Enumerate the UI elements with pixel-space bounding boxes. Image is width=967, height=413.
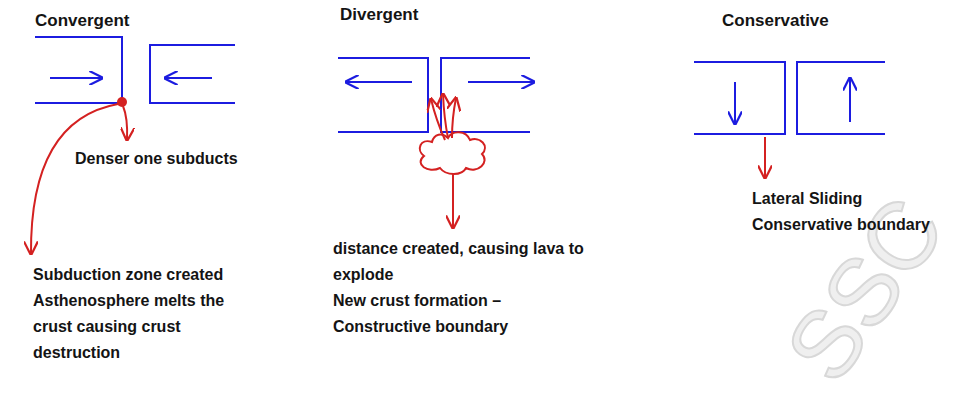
- magma-blob: [420, 132, 485, 174]
- motion-arrow: [346, 81, 412, 83]
- magma-arrow: [443, 94, 448, 138]
- divergent-plates: [338, 58, 534, 132]
- boundary-heading: Convergent: [35, 8, 129, 34]
- callout-note: Conservative boundary: [752, 212, 930, 238]
- leader-line: [31, 104, 118, 254]
- motion-arrow: [468, 81, 534, 83]
- left-plate: [35, 37, 122, 103]
- right-plate: [441, 58, 530, 132]
- motion-arrow: [165, 77, 212, 79]
- motion-arrow: [734, 82, 736, 124]
- boundary-heading: Divergent: [340, 2, 418, 28]
- callout-note: Denser one subducts: [75, 146, 238, 172]
- subduction-dot: [117, 97, 127, 107]
- convergent-plates: [35, 37, 235, 103]
- callout-note: Lateral Sliding: [752, 186, 862, 212]
- callout-note: Asthenosphere melts the crust causing cr…: [33, 288, 225, 366]
- leader-line: [452, 174, 454, 228]
- leader-line: [764, 137, 766, 178]
- callout-note: distance created, causing lava to explod…: [333, 236, 605, 288]
- motion-arrow: [50, 77, 102, 79]
- watermark: SSC: [766, 176, 964, 403]
- convergent-callouts: [31, 97, 127, 254]
- divergent-callouts: [420, 94, 485, 228]
- leader-line: [123, 106, 127, 140]
- magma-arrow: [452, 98, 456, 138]
- right-plate: [797, 62, 885, 134]
- conservative-callouts: [764, 137, 766, 178]
- left-plate: [338, 58, 428, 132]
- boundary-heading: Conservative: [722, 8, 829, 34]
- callout-note: Subduction zone created: [33, 262, 223, 288]
- right-plate: [150, 45, 235, 103]
- callout-note: New crust formation – Constructive bound…: [333, 288, 543, 340]
- motion-arrow: [849, 78, 851, 122]
- left-plate: [694, 62, 785, 134]
- conservative-plates: [694, 62, 885, 134]
